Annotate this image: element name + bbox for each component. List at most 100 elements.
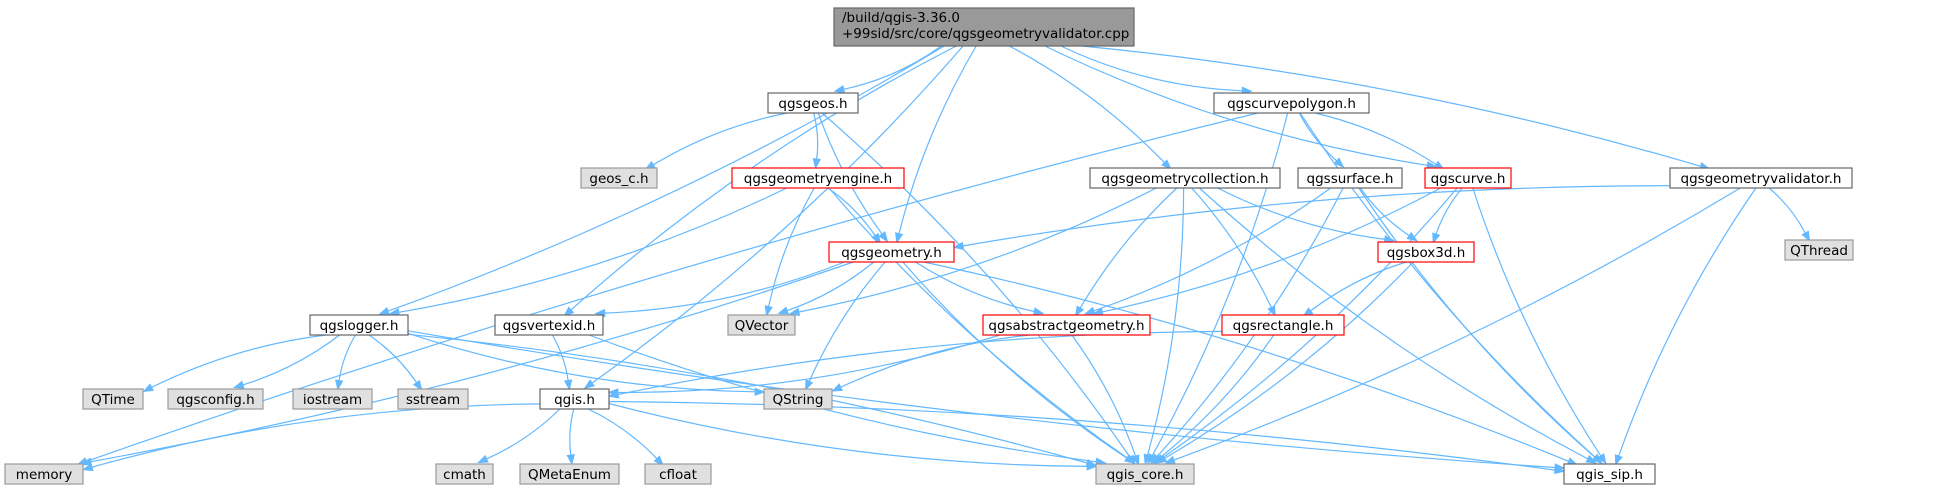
edge-qgsgeos_h-to-geos_c_h bbox=[644, 112, 788, 171]
arrowhead-icon bbox=[1084, 306, 1096, 315]
node-qgslogger-h[interactable]: qgslogger.h bbox=[309, 314, 409, 336]
edge-qgsgeometry_h-to-memory bbox=[80, 261, 854, 466]
edge-qgsrectangle_h-to-qgis_core_h bbox=[1152, 334, 1275, 464]
arrowhead-icon bbox=[777, 306, 790, 315]
node-qgsgeometryengine-h[interactable]: qgsgeometryengine.h bbox=[731, 167, 905, 189]
edge-line bbox=[1314, 112, 1437, 166]
edge-qgssurface_h-to-qgis_sip_h bbox=[1358, 187, 1603, 465]
node-box bbox=[1669, 167, 1853, 189]
edge-line bbox=[242, 334, 340, 386]
arrowhead-icon bbox=[952, 241, 965, 251]
edge-root-to-qgsgeometry_h bbox=[895, 45, 977, 244]
node-label: QTime bbox=[91, 392, 135, 408]
edge-line bbox=[90, 261, 854, 463]
arrowhead-icon bbox=[232, 380, 245, 389]
edge-qgssurface_h-to-qgsabstractgeometry_h bbox=[1084, 187, 1332, 315]
edge-qgis_h-to-qgis_sip_h bbox=[608, 400, 1566, 475]
edge-qgis_h-to-memory bbox=[81, 403, 541, 472]
node-label: qgsabstractgeometry.h bbox=[988, 318, 1144, 334]
edge-line bbox=[1618, 187, 1757, 457]
arrowhead-icon bbox=[607, 390, 620, 399]
node-label: +99sid/src/core/qgsgeometryvalidator.cpp bbox=[842, 26, 1129, 42]
edge-qgsabstractgeometry_h-to-qstring bbox=[831, 334, 1031, 392]
node-qgsrectangle-h[interactable]: qgsrectangle.h bbox=[1221, 314, 1345, 336]
arrowhead-icon bbox=[1032, 307, 1045, 316]
node-label: QThread bbox=[1790, 243, 1848, 259]
node-root[interactable]: /build/qgis-3.36.0+99sid/src/core/qgsgeo… bbox=[833, 7, 1135, 47]
node-label: qgssurface.h bbox=[1307, 171, 1394, 187]
node-qgscurvepolygon-h[interactable]: qgscurvepolygon.h bbox=[1213, 92, 1370, 114]
node-box bbox=[982, 314, 1151, 336]
arrowhead-icon bbox=[563, 379, 573, 391]
node-box bbox=[580, 167, 658, 189]
edge-qgsgeometry_h-to-qgsabstractgeometry_h bbox=[915, 261, 1045, 316]
edge-line bbox=[387, 45, 945, 312]
node-qgsgeometry-h[interactable]: qgsgeometry.h bbox=[828, 241, 955, 263]
edge-line bbox=[652, 112, 788, 166]
edge-qgsabstractgeometry_h-to-qgis_core_h bbox=[1071, 334, 1140, 466]
edge-line bbox=[368, 334, 418, 383]
edge-line bbox=[1191, 187, 1272, 308]
edge-qgsgeometryvalidator_h-to-qthread bbox=[1768, 187, 1811, 243]
node-box bbox=[763, 388, 833, 410]
arrowhead-icon bbox=[1554, 465, 1566, 475]
node-qgsgeometrycollection-h[interactable]: qgsgeometrycollection.h bbox=[1089, 167, 1281, 189]
edge-line bbox=[398, 187, 788, 313]
edge-qgsgeos_h-to-qgsgeometryengine_h bbox=[812, 112, 821, 170]
edge-line bbox=[902, 261, 1128, 459]
edge-qgsgeometrycollection_h-to-qgis_core_h bbox=[1143, 187, 1185, 466]
edge-line bbox=[617, 334, 1001, 394]
node-qgssurface-h[interactable]: qgssurface.h bbox=[1297, 167, 1403, 189]
node-qgis-h[interactable]: qgis.h bbox=[539, 388, 610, 410]
node-label: QVector bbox=[735, 318, 789, 334]
edge-qgis_h-to-qgis_core_h bbox=[608, 402, 1098, 471]
node-qgsvertexid-h[interactable]: qgsvertexid.h bbox=[494, 314, 604, 336]
edge-line bbox=[1299, 112, 1596, 458]
edge-root-to-qgis_h bbox=[583, 45, 964, 390]
edge-line bbox=[827, 187, 876, 236]
edge-line bbox=[1071, 334, 1137, 457]
node-qgsgeometryvalidator-h[interactable]: qgsgeometryvalidator.h bbox=[1669, 167, 1853, 189]
arrowhead-icon bbox=[1801, 230, 1811, 243]
edge-line bbox=[821, 112, 1131, 458]
arrowhead-icon bbox=[1161, 159, 1172, 170]
edge-line bbox=[1310, 261, 1407, 312]
node-label: qgsgeometryengine.h bbox=[744, 171, 893, 187]
node-qgscurve-h[interactable]: qgscurve.h bbox=[1424, 167, 1512, 189]
edge-qgslogger_h-to-qgsconfig_h bbox=[232, 334, 340, 389]
node-label: /build/qgis-3.36.0 bbox=[842, 10, 960, 26]
edge-line bbox=[840, 334, 1031, 388]
node-label: qgscurvepolygon.h bbox=[1227, 96, 1356, 112]
arrowhead-icon bbox=[1597, 453, 1607, 465]
edge-line bbox=[1079, 187, 1178, 309]
edge-line bbox=[898, 45, 977, 234]
node-qgis-sip-h[interactable]: qgis_sip.h bbox=[1563, 463, 1656, 485]
edge-qgscurve_h-to-qgsbox3d_h bbox=[1432, 187, 1463, 245]
node-qgsabstractgeometry-h[interactable]: qgsabstractgeometry.h bbox=[982, 314, 1151, 336]
arrowhead-icon bbox=[1086, 462, 1098, 471]
edge-line bbox=[407, 333, 1088, 464]
edge-line bbox=[1198, 187, 1589, 460]
node-memory: memory bbox=[4, 463, 84, 485]
node-qgsbox3d-h[interactable]: qgsbox3d.h bbox=[1377, 241, 1475, 263]
node-label: qgis.h bbox=[554, 392, 595, 408]
edge-line bbox=[1147, 187, 1185, 456]
node-label: qgsgeometryvalidator.h bbox=[1681, 171, 1842, 187]
edge-line bbox=[1009, 45, 1165, 164]
edge-line bbox=[608, 400, 1556, 471]
node-label: qgsgeometrycollection.h bbox=[1101, 171, 1268, 187]
edge-line bbox=[1093, 187, 1332, 312]
node-label: qgis_core.h bbox=[1107, 467, 1184, 483]
edge-line bbox=[338, 334, 356, 381]
edge-qgscurvepolygon_h-to-memory bbox=[76, 112, 1259, 466]
node-label: cmath bbox=[443, 467, 486, 483]
arrowhead-icon bbox=[1267, 305, 1276, 317]
edge-line bbox=[1151, 112, 1289, 456]
node-label: geos_c.h bbox=[589, 171, 648, 187]
node-qgsgeos-h[interactable]: qgsgeos.h bbox=[767, 92, 859, 114]
arrowhead-icon bbox=[412, 379, 423, 392]
node-qthread: QThread bbox=[1784, 239, 1854, 261]
arrowhead-icon bbox=[378, 306, 391, 315]
edge-line bbox=[768, 187, 815, 307]
node-label: qgsbox3d.h bbox=[1387, 245, 1466, 261]
